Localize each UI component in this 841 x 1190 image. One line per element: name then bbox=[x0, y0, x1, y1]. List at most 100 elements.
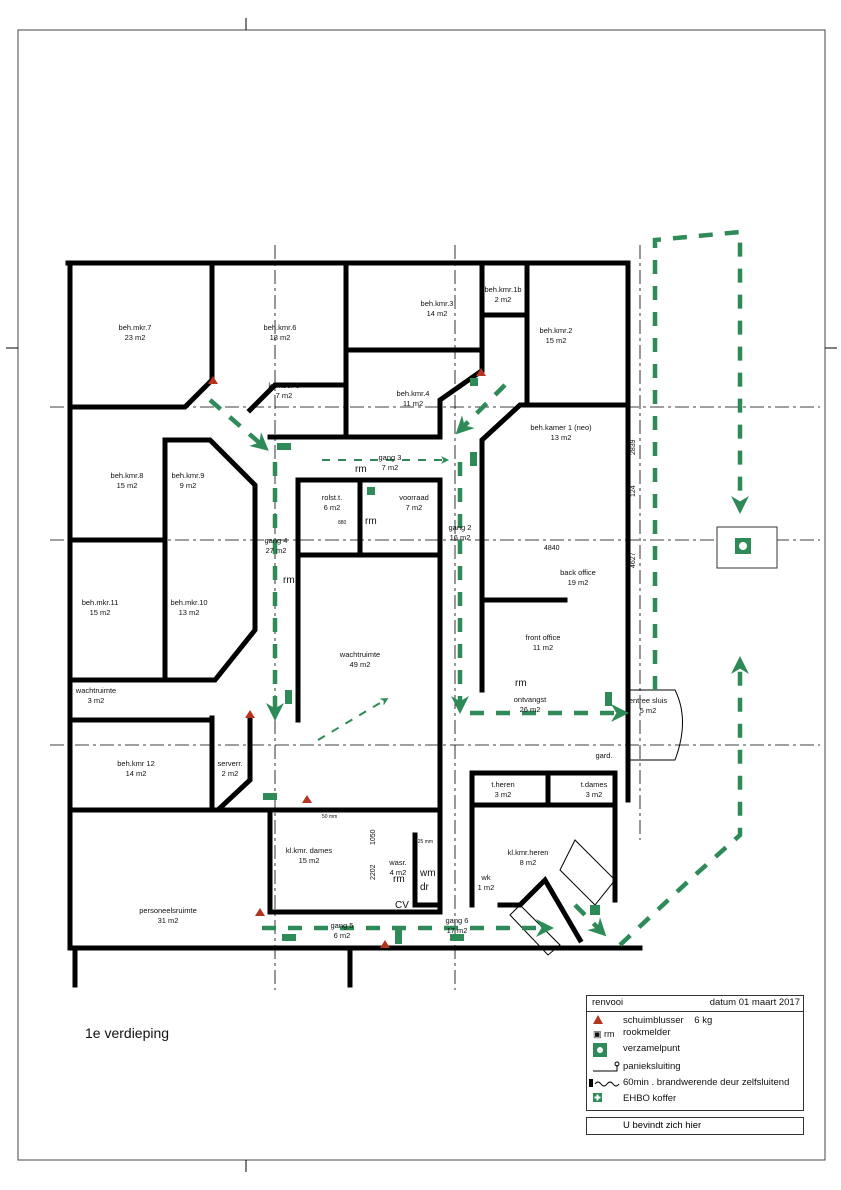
assembly-point-marker bbox=[716, 526, 778, 569]
room-area: 15 m2 bbox=[299, 856, 320, 865]
room-area: 6 m2 bbox=[334, 931, 351, 940]
washing-machine-label: wm bbox=[419, 868, 436, 879]
room-area: 5 m2 bbox=[640, 706, 657, 715]
room-name: t.heren bbox=[491, 780, 514, 789]
legend-label: EHBO koffer bbox=[623, 1093, 677, 1104]
first-aid-kit-icons bbox=[367, 378, 478, 495]
smoke-detector-label: rm bbox=[283, 575, 295, 586]
registration-marks bbox=[6, 18, 837, 1172]
room-name: serverr. bbox=[217, 759, 242, 768]
dimension-label: 2839 bbox=[630, 439, 637, 455]
room-area: 31 m2 bbox=[158, 916, 179, 925]
room-name: beh.mkr.11 bbox=[82, 598, 119, 607]
smoke-detector-icon: ▣ rm bbox=[593, 1029, 615, 1039]
room-area: 3 m2 bbox=[495, 790, 512, 799]
room-area: 11 m2 bbox=[403, 399, 423, 408]
smoke-detector-label: rm bbox=[365, 516, 377, 527]
room-name: wachtruimte bbox=[75, 686, 116, 695]
room-name: kantoor 5 bbox=[268, 381, 299, 390]
room-name: beh.kamer 1 (neo) bbox=[530, 423, 592, 432]
room-area: 11 m2 bbox=[533, 643, 553, 652]
room-name: gang 3 bbox=[379, 453, 402, 462]
floor-title: 1e verdieping bbox=[85, 1025, 170, 1041]
room-area: 14 m2 bbox=[126, 769, 147, 778]
fire-extinguisher-icons bbox=[208, 368, 486, 948]
room-name: beh.kmr 12 bbox=[117, 759, 155, 768]
room-name: gang 5 bbox=[331, 921, 354, 930]
room-area: 18 m2 bbox=[270, 333, 291, 342]
legend-label: panieksluiting bbox=[623, 1061, 681, 1072]
smoke-detector-label: rm bbox=[355, 464, 367, 475]
room-area: 49 m2 bbox=[350, 660, 371, 669]
room-name: rolst.t. bbox=[322, 493, 342, 502]
room-name: beh.kmr.9 bbox=[172, 471, 205, 480]
room-name: t.dames bbox=[581, 780, 608, 789]
room-area: 19 m2 bbox=[568, 578, 589, 587]
room-name: gard. bbox=[595, 751, 612, 760]
room-name: front office bbox=[526, 633, 561, 642]
room-name: beh.kmr.2 bbox=[540, 326, 573, 335]
room-area: 14 m2 bbox=[427, 309, 448, 318]
room-area: 9 m2 bbox=[180, 481, 197, 490]
room-area: 15 m2 bbox=[90, 608, 111, 617]
room-name: kl.kmr. dames bbox=[286, 846, 333, 855]
room-area: 7 m2 bbox=[406, 503, 423, 512]
dryer-label: dr bbox=[420, 882, 430, 893]
room-area: 26 m2 bbox=[520, 705, 541, 714]
you-are-here-box: U bevindt zich hier bbox=[586, 1117, 804, 1135]
room-area: 27 m2 bbox=[266, 546, 287, 555]
room-area: 15 m2 bbox=[546, 336, 567, 345]
room-name: voorraad bbox=[399, 493, 429, 502]
room-name: wachtruimte bbox=[339, 650, 380, 659]
room-area: 17 m2 bbox=[447, 926, 468, 935]
room-area: 3 m2 bbox=[88, 696, 105, 705]
smoke-detector-label: rm bbox=[393, 874, 405, 885]
room-name: beh.kmr.8 bbox=[111, 471, 144, 480]
dimension-label: 4627 bbox=[630, 552, 637, 568]
room-area: 6 m2 bbox=[324, 503, 341, 512]
room-name: gang 2 bbox=[449, 523, 472, 532]
legend-label: verzamelpunt bbox=[623, 1043, 681, 1054]
room-area: 16 m2 bbox=[450, 533, 471, 542]
dimension-label: 1050 bbox=[370, 829, 377, 845]
legend-label: 60min . brandwerende deur zelfsluitend bbox=[623, 1077, 790, 1088]
entrance-vestibule bbox=[628, 689, 683, 761]
legend-label: schuimblusser 6 kg bbox=[623, 1015, 713, 1026]
room-area: 7 m2 bbox=[382, 463, 399, 472]
room-name: back office bbox=[560, 568, 596, 577]
dimension-label: 50 mm bbox=[322, 814, 337, 820]
dimension-label: 124 bbox=[630, 485, 637, 497]
room-name: beh.kmr.3 bbox=[421, 299, 454, 308]
legend-title: renvooi bbox=[592, 997, 624, 1008]
evacuation-routes bbox=[208, 229, 749, 947]
room-area: 2 m2 bbox=[222, 769, 239, 778]
room-area: 15 m2 bbox=[117, 481, 138, 490]
room-area: 4 m2 bbox=[390, 868, 407, 877]
room-area: 1 m2 bbox=[478, 883, 495, 892]
smoke-detector-label: rm bbox=[515, 678, 527, 689]
room-name: beh.mkr.7 bbox=[119, 323, 152, 332]
dimension-label: 125 mm bbox=[415, 839, 433, 845]
room-area: 13 m2 bbox=[179, 608, 200, 617]
dimension-label: 880 bbox=[338, 520, 347, 526]
legend-label: rookmelder bbox=[623, 1027, 671, 1038]
dimension-label: 2202 bbox=[370, 864, 377, 880]
you-are-here-label: U bevindt zich hier bbox=[623, 1120, 702, 1131]
smoke-detector-symbol: rm bbox=[604, 1029, 615, 1039]
room-name: ontvangst bbox=[514, 695, 547, 704]
room-name: gang 6 bbox=[446, 916, 469, 925]
page-border bbox=[17, 29, 826, 1161]
exit-sign-icons bbox=[263, 443, 612, 944]
boiler-label: CV bbox=[395, 900, 409, 911]
room-area: 3 m2 bbox=[586, 790, 603, 799]
room-name: wk bbox=[480, 873, 490, 882]
room-area: 8 m2 bbox=[520, 858, 537, 867]
room-area: 7 m2 bbox=[276, 391, 293, 400]
room-area: 2 m2 bbox=[495, 295, 512, 304]
room-name: kl.kmr.heren bbox=[508, 848, 549, 857]
room-name: wasr. bbox=[388, 858, 407, 867]
room-area: 13 m2 bbox=[551, 433, 572, 442]
room-name: personeelsruimte bbox=[139, 906, 197, 915]
